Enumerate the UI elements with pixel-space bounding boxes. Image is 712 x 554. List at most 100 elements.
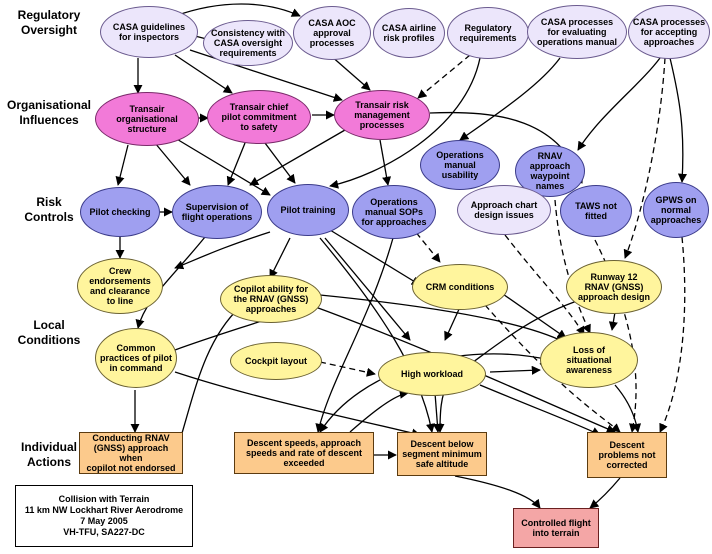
- edge-org-checking: [115, 144, 129, 186]
- node-label: Runway 12 RNAV (GNSS) approach design: [577, 272, 650, 302]
- edge-gpws-descentproblems-dashed: [659, 236, 686, 433]
- node-transair-chief-pilot: Transair chief pilot commitment to safet…: [207, 90, 311, 144]
- node-taws-not-fitted: TAWS not fitted: [560, 185, 632, 237]
- edge-org-supervision: [154, 142, 191, 186]
- node-loss-situational-awareness: Loss of situational awareness: [540, 332, 638, 388]
- edge-descentbelow-cfit: [454, 475, 541, 509]
- level-risk-controls: Risk Controls: [24, 195, 74, 224]
- node-label: Pilot checking: [89, 207, 151, 217]
- edge-regreq-training: [329, 57, 481, 189]
- node-label: Crew endorsements and clearance to line: [89, 266, 151, 306]
- node-common-practices-pic: Common practices of pilot in command: [95, 328, 177, 388]
- node-label: Approach chart design issues: [470, 200, 538, 220]
- node-label: Supervision of flight operations: [181, 202, 253, 222]
- node-label: Pilot training: [280, 205, 336, 215]
- node-label: GPWS on normal approaches: [650, 195, 702, 225]
- node-label: Common practices of pilot in command: [99, 343, 172, 373]
- node-label: Cockpit layout: [244, 356, 307, 366]
- node-crew-endorsements: Crew endorsements and clearance to line: [77, 258, 163, 314]
- edge-risk-supervision: [249, 129, 346, 186]
- edge-training-copilot: [269, 237, 291, 279]
- node-label: Descent below segment minimum safe altit…: [402, 439, 482, 469]
- node-casa-aoc-approval: CASA AOC approval processes: [293, 6, 371, 60]
- node-casa-airline-risk-profiles: CASA airline risk profiles: [373, 8, 445, 58]
- edge-training-highworkload: [324, 237, 411, 341]
- node-casa-approaches-processes: CASA processes for accepting approaches: [628, 5, 710, 59]
- edge-opsmanual-usability: [459, 57, 561, 141]
- edge-rnav-loss-dashed: [554, 199, 591, 334]
- node-pilot-training: Pilot training: [267, 184, 349, 236]
- node-cockpit-layout: Cockpit layout: [230, 342, 322, 380]
- node-label: Consistency with CASA oversight requirem…: [210, 28, 285, 58]
- node-label: Controlled flight into terrain: [521, 518, 591, 538]
- node-label: RNAV approach waypoint names: [529, 151, 571, 191]
- node-label: Copilot ability for the RNAV (GNSS) appr…: [233, 284, 309, 314]
- edge-copilot-loss: [319, 294, 565, 343]
- node-label: Operations manual SOPs for approaches: [361, 197, 427, 227]
- level-individual-actions: Individual Actions: [20, 440, 77, 469]
- edge-chief-training: [264, 142, 296, 184]
- edge-cockpit-highworkload-dashed: [319, 361, 376, 377]
- edge-training-descentbelow: [319, 237, 435, 433]
- node-descent-problems-not-corrected: Descent problems not corrected: [587, 432, 667, 478]
- node-consistency-casa-oversight: Consistency with CASA oversight requirem…: [203, 20, 293, 66]
- edge-training-crm: [329, 229, 421, 286]
- node-label: Conducting RNAV (GNSS) approach when cop…: [86, 433, 176, 473]
- edge-guidelines-aoc: [174, 3, 301, 17]
- node-label: Descent speeds, approach speeds and rate…: [245, 438, 363, 468]
- level-local-conditions: Local Conditions: [17, 318, 81, 347]
- node-label: High workload: [400, 369, 463, 379]
- edge-conducting-copilot: [179, 306, 241, 441]
- node-transair-risk-management: Transair risk management processes: [334, 90, 430, 140]
- node-controlled-flight-into-terrain: Controlled flight into terrain: [513, 508, 599, 548]
- node-supervision-flight-operations: Supervision of flight operations: [172, 185, 262, 239]
- node-label: Descent problems not corrected: [598, 440, 656, 470]
- node-ops-manual-sops: Operations manual SOPs for approaches: [352, 185, 436, 239]
- edge-ops-crm-dashed: [409, 224, 441, 263]
- level-organisational-influences: Organisational Influences: [6, 98, 92, 127]
- node-label: TAWS not fitted: [575, 201, 617, 221]
- edge-aoc-risk: [329, 54, 371, 91]
- node-runway12-approach-design: Runway 12 RNAV (GNSS) approach design: [566, 260, 662, 314]
- node-high-workload: High workload: [378, 352, 486, 396]
- node-label: CASA processes for evaluating operations…: [536, 17, 617, 47]
- edge-guidelines-chief: [174, 54, 233, 94]
- node-regulatory-requirements: Regulatory requirements: [447, 7, 529, 59]
- incident-reference-text: Collision with Terrain 11 km NW Lockhart…: [24, 494, 184, 537]
- node-transair-organisational-structure: Transair organisational structure: [95, 92, 199, 146]
- edge-highworkload-loss: [489, 365, 541, 375]
- edge-descentspeeds-highworkload: [349, 389, 409, 433]
- node-label: CASA guidelines for inspectors: [112, 22, 186, 42]
- edge-runway12-loss: [608, 311, 618, 331]
- node-copilot-ability-rnav: Copilot ability for the RNAV (GNSS) appr…: [220, 275, 322, 323]
- edge-chief-supervision: [226, 142, 246, 186]
- node-pilot-checking: Pilot checking: [80, 187, 160, 237]
- node-gpws-normal-approaches: GPWS on normal approaches: [643, 182, 709, 238]
- node-conducting-rnav-approach: Conducting RNAV (GNSS) approach when cop…: [79, 432, 183, 474]
- edge-approaches-gpws: [669, 57, 688, 183]
- node-label: CASA processes for accepting approaches: [632, 17, 706, 47]
- node-crm-conditions: CRM conditions: [412, 264, 508, 310]
- edge-approaches-rnav: [577, 57, 661, 151]
- edge-training-crew: [174, 231, 271, 270]
- node-label: Loss of situational awareness: [565, 345, 613, 375]
- node-approach-chart-design: Approach chart design issues: [457, 185, 551, 235]
- node-label: Transair chief pilot commitment to safet…: [221, 102, 297, 132]
- node-descent-speeds-exceeded: Descent speeds, approach speeds and rate…: [234, 432, 374, 474]
- edge-crm-loss: [499, 291, 567, 339]
- node-label: Operations manual usability: [436, 150, 484, 180]
- edge-descentproblems-cfit: [589, 477, 621, 509]
- edge-common-descentbelow: [174, 371, 421, 438]
- node-label: CASA AOC approval processes: [308, 18, 356, 48]
- node-label: Regulatory requirements: [459, 23, 517, 43]
- edge-chart-loss-dashed: [504, 234, 585, 336]
- node-label: CASA airline risk profiles: [381, 23, 437, 43]
- node-label: CRM conditions: [425, 282, 495, 292]
- edge-regreq-risk-dashed: [417, 54, 471, 99]
- edge-loss-descentproblems: [614, 384, 642, 433]
- edge-highworkload-descentbelow: [432, 392, 442, 433]
- node-label: Transair risk management processes: [354, 100, 410, 130]
- edge-ops-descentspeeds: [315, 237, 394, 433]
